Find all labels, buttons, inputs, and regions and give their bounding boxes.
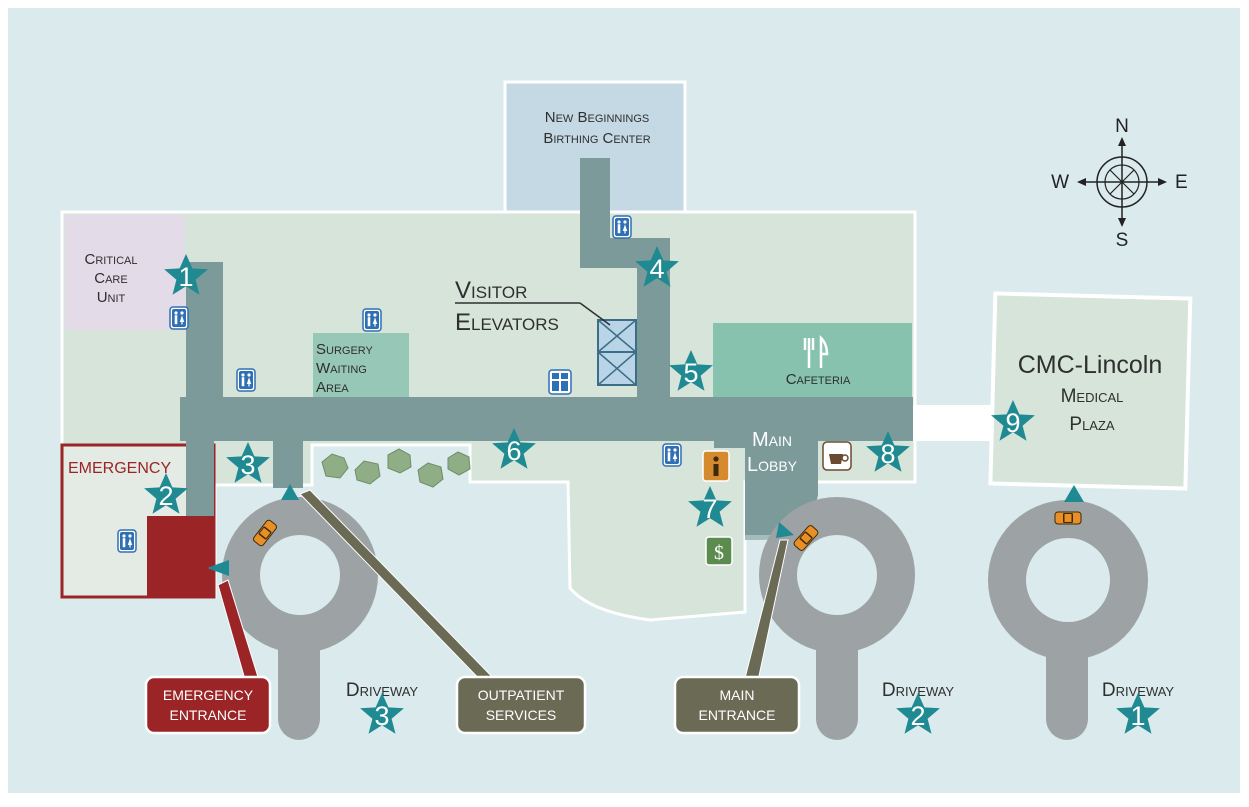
- svg-text:New Beginnings: New Beginnings: [545, 109, 649, 126]
- critical-care-label: Critical Care Unit: [84, 251, 137, 306]
- emergency-bay: [147, 516, 214, 597]
- location-marker-8[interactable]: 8: [866, 431, 910, 472]
- svg-text:OUTPATIENT: OUTPATIENT: [478, 687, 565, 703]
- svg-text:Plaza: Plaza: [1069, 414, 1115, 435]
- compass-east: E: [1175, 172, 1188, 193]
- outpatient-services-callout[interactable]: OUTPATIENT SERVICES: [455, 675, 587, 735]
- location-marker-6[interactable]: 6: [492, 428, 536, 469]
- driveway-1-label: Driveway 1: [1102, 680, 1175, 734]
- surgery-waiting-label: Surgery Waiting Area: [316, 341, 374, 396]
- restroom-icon[interactable]: [236, 368, 256, 392]
- svg-text:Area: Area: [316, 379, 349, 396]
- critical-care-area: [65, 215, 185, 330]
- emergency-label: EMERGENCY: [68, 460, 171, 477]
- atm-icon[interactable]: $: [705, 536, 733, 566]
- driveway-2-label: Driveway 2: [882, 680, 955, 734]
- driveway-2-road: [759, 497, 915, 740]
- restroom-icon[interactable]: [612, 215, 632, 239]
- restroom-icon[interactable]: [169, 306, 189, 330]
- svg-text:7: 7: [702, 494, 717, 524]
- cafeteria-label: Cafeteria: [786, 371, 851, 388]
- cutlery-icon: [803, 334, 829, 368]
- svg-text:4: 4: [649, 254, 664, 284]
- svg-text:MAIN: MAIN: [720, 687, 755, 703]
- svg-text:Lobby: Lobby: [747, 454, 798, 476]
- svg-text:Unit: Unit: [97, 289, 126, 306]
- restroom-icon[interactable]: [362, 308, 382, 332]
- visitor-elevators-label: Visitor Elevators: [455, 277, 559, 336]
- elevator-leader-line: [579, 302, 611, 326]
- driveway-1-road: [988, 500, 1148, 740]
- main-entrance-arrow: [776, 522, 794, 538]
- svg-text:6: 6: [506, 436, 521, 466]
- svg-text:SERVICES: SERVICES: [486, 707, 557, 723]
- svg-text:Medical: Medical: [1061, 386, 1124, 407]
- svg-text:Waiting: Waiting: [316, 360, 367, 377]
- restroom-icon[interactable]: [117, 529, 137, 553]
- svg-text:Birthing Center: Birthing Center: [543, 130, 650, 147]
- main-lobby-label: Main Lobby: [747, 429, 798, 476]
- svg-text:Driveway: Driveway: [1102, 680, 1175, 701]
- coffee-icon[interactable]: [822, 441, 852, 471]
- location-marker-5[interactable]: 5: [669, 350, 713, 391]
- svg-text:Visitor: Visitor: [455, 277, 527, 304]
- surgery-waiting-area: [313, 333, 409, 397]
- svg-text:EMERGENCY: EMERGENCY: [163, 687, 254, 703]
- svg-text:1: 1: [178, 262, 193, 292]
- location-marker-7[interactable]: 7: [688, 486, 732, 527]
- cafeteria-area: [713, 323, 912, 397]
- svg-text:$: $: [714, 542, 724, 564]
- compass-west: W: [1051, 172, 1069, 193]
- svg-text:Elevators: Elevators: [455, 309, 559, 336]
- restroom-icon[interactable]: [662, 443, 682, 467]
- svg-text:ENTRANCE: ENTRANCE: [698, 707, 775, 723]
- compass-north: N: [1115, 116, 1129, 137]
- svg-text:3: 3: [374, 701, 389, 731]
- svg-text:1: 1: [1130, 701, 1145, 731]
- shrubs: [321, 448, 471, 488]
- svg-text:2: 2: [910, 701, 925, 731]
- svg-text:Driveway: Driveway: [882, 680, 955, 701]
- location-marker-2[interactable]: 2: [144, 473, 188, 514]
- svg-text:3: 3: [240, 450, 255, 480]
- medical-plaza-building: [988, 291, 1193, 491]
- driveway-3-label: Driveway 3: [346, 680, 419, 734]
- svg-text:2: 2: [158, 481, 173, 511]
- medical-plaza-label: CMC-Lincoln Medical Plaza: [1018, 351, 1162, 435]
- main-entrance-callout[interactable]: MAIN ENTRANCE: [673, 675, 801, 735]
- corridors: [180, 158, 913, 516]
- compass: N S E W: [1051, 116, 1188, 251]
- emergency-entrance-callout[interactable]: EMERGENCY ENTRANCE: [144, 675, 272, 735]
- outpatient-entrance-arrow: [281, 484, 299, 500]
- compass-south: S: [1116, 230, 1129, 251]
- elevator-icon[interactable]: [597, 319, 637, 386]
- location-marker-9[interactable]: 9: [991, 400, 1035, 441]
- svg-text:Main: Main: [752, 429, 792, 451]
- svg-text:Surgery: Surgery: [316, 341, 374, 358]
- svg-text:Care: Care: [94, 270, 127, 287]
- location-marker-1[interactable]: 1: [164, 254, 208, 295]
- location-marker-3[interactable]: 3: [226, 442, 270, 483]
- svg-text:CMC-Lincoln: CMC-Lincoln: [1018, 351, 1162, 379]
- svg-text:9: 9: [1005, 408, 1020, 438]
- car-icon: [1054, 511, 1082, 525]
- skybridge: [913, 405, 993, 441]
- birthing-center-label: New Beginnings Birthing Center: [543, 109, 650, 147]
- svg-text:Driveway: Driveway: [346, 680, 419, 701]
- location-marker-4[interactable]: 4: [635, 246, 679, 287]
- svg-text:ENTRANCE: ENTRANCE: [169, 707, 246, 723]
- plaza-entrance-arrow: [1064, 485, 1084, 502]
- info-icon[interactable]: [702, 450, 730, 482]
- svg-text:5: 5: [683, 358, 698, 388]
- svg-text:Critical: Critical: [84, 251, 137, 268]
- svg-text:8: 8: [880, 439, 895, 469]
- gift-shop-icon[interactable]: [548, 369, 572, 395]
- emergency-entrance-arrow: [207, 560, 229, 576]
